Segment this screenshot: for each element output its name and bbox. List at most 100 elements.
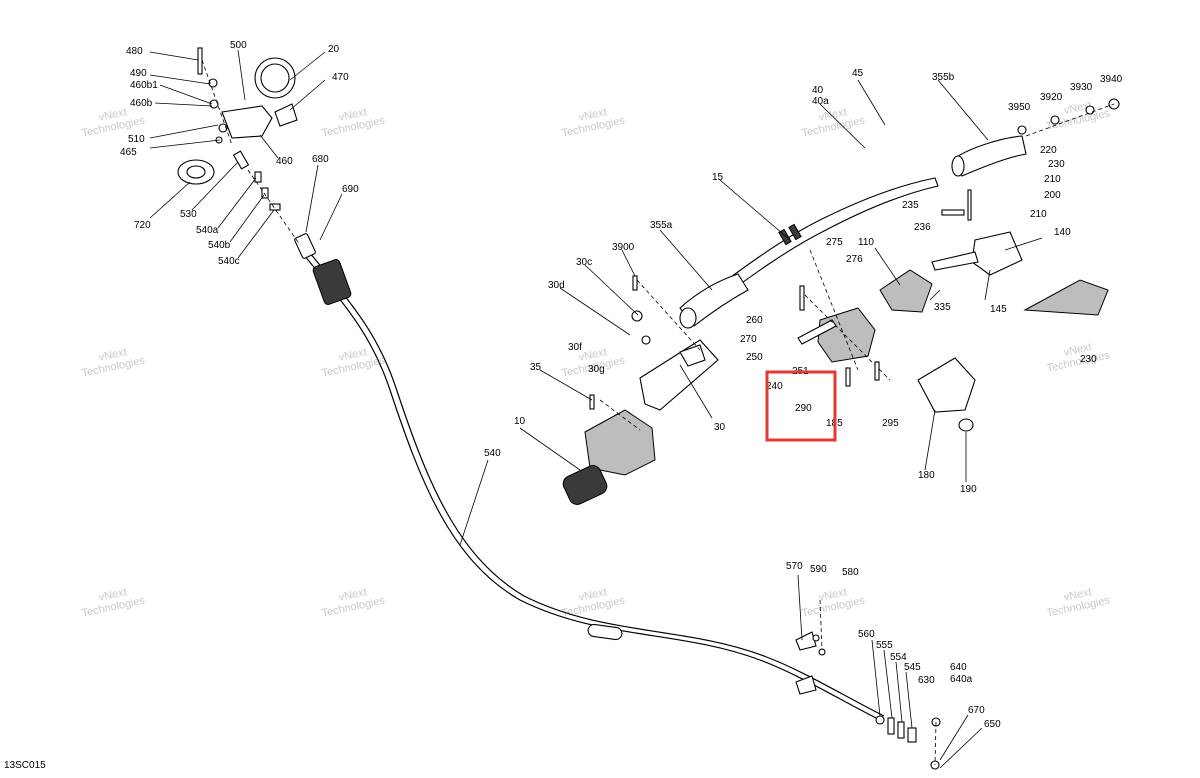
callout-276: 276 [846,254,863,265]
callout-500: 500 [230,40,247,51]
callout-590: 590 [810,564,827,575]
watermark: vNext [818,586,848,604]
callout-490: 490 [130,68,147,79]
callout-236: 236 [914,222,931,233]
left-switch-housing [562,275,719,505]
callout-680: 680 [312,154,329,165]
grip-10 [562,465,608,505]
hand-guard [1023,279,1109,316]
callout-3900: 3900 [612,242,635,253]
callout-460b1: 460b1 [130,80,158,91]
callout-540c: 540c [218,256,240,267]
callout-110: 110 [858,237,874,248]
callout-560: 560 [858,629,875,640]
throttle-clip [274,103,298,127]
callout-35: 35 [530,362,542,373]
throttle-housing-assembly [177,47,301,246]
callout-220: 220 [1040,145,1057,156]
callout-190: 190 [960,484,977,495]
watermark: vNext [98,586,128,604]
callout-690: 690 [342,184,359,195]
callout-10: 10 [514,416,526,427]
throttle-lever [221,105,273,139]
right-control-module [797,249,891,387]
housing-30 [639,339,719,411]
watermark: vNext [98,106,128,124]
diagram-code: 13SC015 [4,760,46,771]
callout-40: 40 [812,85,824,96]
callout-30f: 30f [568,342,582,353]
callout-545: 545 [904,662,921,673]
watermark: vNext [578,106,608,124]
callout-470: 470 [332,72,349,83]
watermark: vNext [1063,99,1093,117]
handlebar [679,177,939,329]
bracket-140 [971,231,1023,276]
callout-3950: 3950 [1008,102,1031,113]
callout-355b: 355b [932,72,955,83]
callout-labels: 480 500 20 490 460b1 470 460b 510 465 46… [4,40,1123,771]
callout-335: 335 [934,302,951,313]
highlight-290[interactable]: 290 [765,370,837,442]
callout-30c: 30c [576,257,592,268]
watermark: vNext [338,106,368,124]
callout-460: 460 [276,156,293,167]
callout-30g: 30g [588,364,605,375]
callout-510: 510 [128,134,145,145]
callout-140: 140 [1054,227,1071,238]
watermark: vNext [578,586,608,604]
callout-15: 15 [712,172,724,183]
watermark: vNext [1063,586,1093,604]
callout-650: 650 [984,719,1001,730]
callout-540a: 540a [196,225,219,236]
callout-480: 480 [126,46,143,57]
callout-30d: 30d [548,280,565,291]
callout-720: 720 [134,220,151,231]
watermark: vNext [98,346,128,364]
callout-555: 555 [876,640,893,651]
grip-355b [954,135,1027,177]
throttle-cable [294,233,885,721]
callout-540: 540 [484,448,501,459]
callout-290: 290 [795,403,812,414]
cable-adjuster [312,259,352,305]
callout-3930: 3930 [1070,82,1093,93]
callout-230-lower: 230 [1080,354,1097,365]
watermark: vNext [818,106,848,124]
callout-640a: 640a [950,674,973,685]
callout-580: 580 [842,567,859,578]
grip-355a [679,273,749,327]
highlight-box[interactable] [765,370,837,442]
control-180 [917,357,976,413]
callout-45: 45 [852,68,864,79]
watermark: vNext [578,346,608,364]
cable-end-parts [795,599,941,770]
callout-30: 30 [714,422,726,433]
callout-240: 240 [766,381,783,392]
callout-180: 180 [918,470,935,481]
callout-250: 250 [746,352,763,363]
callout-465: 465 [120,147,137,158]
callout-235: 235 [902,200,919,211]
watermark: vNext [338,346,368,364]
callout-210-lower: 210 [1030,209,1047,220]
brake-lever-110 [879,269,933,313]
watermark: vNext [338,586,368,604]
callout-554: 554 [890,652,907,663]
callout-200: 200 [1044,190,1061,201]
callout-210-upper: 210 [1044,174,1061,185]
ring-190 [958,418,974,432]
callout-540b: 540b [208,240,231,251]
callout-260: 260 [746,315,763,326]
callout-270: 270 [740,334,757,345]
watermark: vNext [1063,341,1093,359]
leader-lines [149,49,1043,769]
right-grip-assembly [879,98,1120,432]
cable-end-sleeve [587,623,623,641]
callout-640: 640 [950,662,967,673]
callout-670: 670 [968,705,985,716]
callout-295: 295 [882,418,899,429]
callout-275: 275 [826,237,843,248]
callout-3920: 3920 [1040,92,1063,103]
